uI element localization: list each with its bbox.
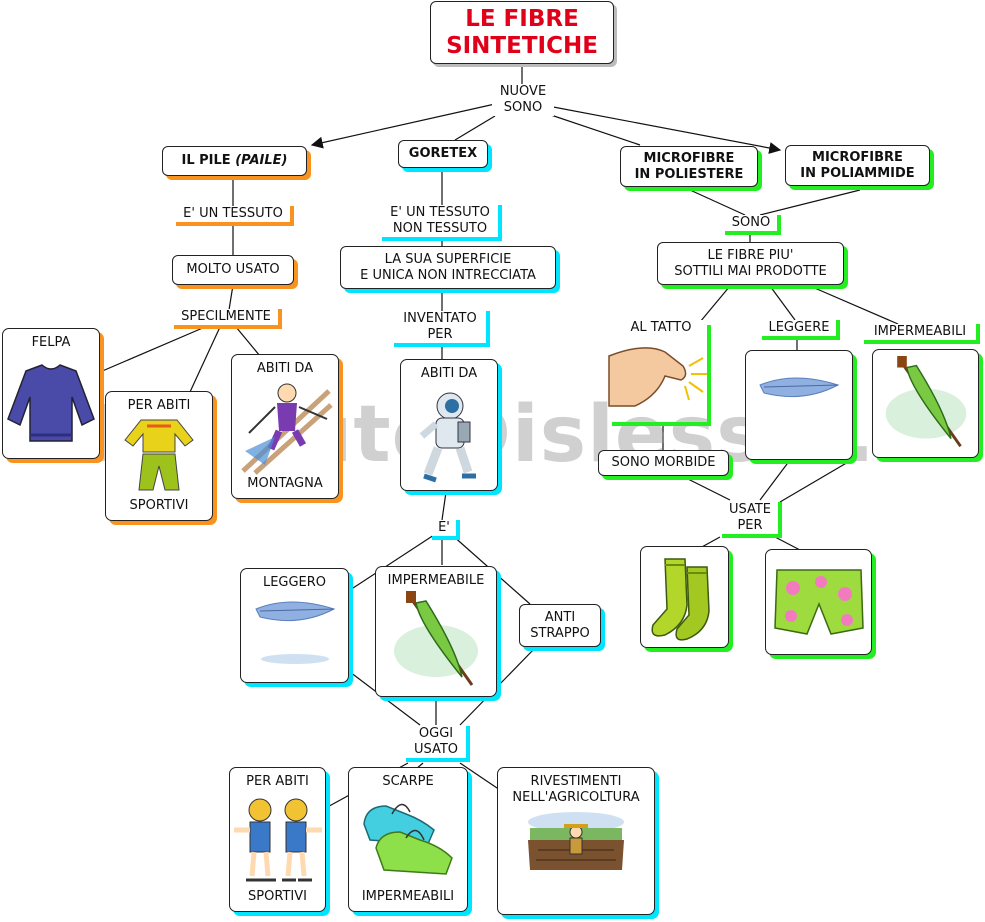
leggero-card: LEGGERO [240, 568, 349, 683]
poliammide-text: MICROFIBRE IN POLIAMMIDE [800, 149, 915, 181]
impermeabile-card: IMPERMEABILE [375, 566, 497, 697]
felpa-label: FELPA [31, 335, 71, 350]
leggero-label: LEGGERO [262, 575, 327, 590]
umbrella-icon [394, 591, 478, 686]
scarpe-card: SCARPE IMPERMEABILI [348, 767, 468, 912]
goretex-title: GORETEX [408, 146, 478, 161]
abiti-da-card: ABITI DA [400, 359, 498, 491]
abiti-da-label: ABITI DA [420, 366, 478, 381]
main-title: LE FIBRE SINTETICHE [430, 1, 614, 64]
pile-title-box: IL PILE (PAILE) [162, 146, 307, 176]
feather-icon [759, 377, 840, 398]
umbrella-icon [885, 356, 966, 448]
finger-touch-icon [608, 347, 709, 407]
agricoltura-card: RIVESTIMENTI NELL'AGRICOLTURA [497, 767, 655, 915]
micro-link-usate: USATE PER [722, 502, 782, 538]
calze-card [640, 546, 729, 648]
anti-strappo-box: ANTI STRAPPO [519, 604, 601, 647]
skaters-icon [233, 798, 322, 882]
feather-icon [254, 601, 335, 664]
leggere-label: LEGGERE [762, 320, 840, 340]
pile-link-tessuto: E' UN TESSUTO [176, 206, 294, 226]
montagna-card: ABITI DA MONTAGNA [231, 354, 339, 499]
skier-icon [241, 383, 333, 475]
goretex-superficie-text: LA SUA SUPERFICIE E UNICA NON INTRECCIAT… [360, 251, 536, 283]
sweater-icon [7, 364, 95, 442]
al-tatto-bar-h [612, 422, 711, 426]
goretex-link-tessuto: E' UN TESSUTO NON TESSUTO [382, 205, 502, 241]
al-tatto-label: AL TATTO [619, 320, 703, 336]
abiti-sportivi-card: PER ABITI SPORTIVI [105, 391, 213, 521]
abiti-sportivi-top: PER ABITI [127, 398, 191, 413]
pile-molto-usato-text: MOLTO USATO [186, 262, 280, 277]
poliammide-box: MICROFIBRE IN POLIAMMIDE [785, 145, 930, 186]
fibre-sottili-text: LE FIBRE PIU' SOTTILI MAI PRODOTTE [674, 247, 827, 279]
agricoltura-label: RIVESTIMENTI NELL'AGRICOLTURA [512, 774, 640, 805]
impermeabile-label: IMPERMEABILE [387, 573, 485, 588]
goretex-link-e: E' [432, 520, 460, 540]
sono-morbide-box: SONO MORBIDE [598, 450, 729, 476]
micro-link-sono: SONO [725, 215, 781, 235]
leggere-card [745, 350, 853, 460]
sport-bottom: SPORTIVI [248, 889, 307, 904]
pile-title-italic: (PAILE) [235, 153, 288, 168]
astronaut-icon [419, 392, 476, 483]
sport-top: PER ABITI [246, 774, 309, 789]
poliestere-text: MICROFIBRE IN POLIESTERE [634, 150, 744, 182]
farmer-icon [528, 812, 624, 870]
scarpe-bottom: IMPERMEABILI [361, 889, 455, 904]
impermeabili-card [872, 349, 979, 458]
goretex-link-oggi: OGGI USATO [406, 726, 470, 762]
impermeabili-label: IMPERMEABILI [864, 324, 980, 344]
scarpe-top: SCARPE [382, 774, 434, 789]
pile-link-specilmente: SPECILMENTE [174, 309, 282, 329]
al-tatto-bar-v [707, 325, 711, 425]
felpa-card: FELPA [2, 328, 100, 459]
anti-strappo-text: ANTI STRAPPO [530, 609, 590, 641]
socks-icon [651, 558, 710, 641]
pile-title: IL PILE [181, 153, 231, 168]
shorts-icon [773, 569, 864, 635]
sono-morbide-text: SONO MORBIDE [611, 455, 716, 470]
tracksuit-icon [124, 419, 194, 491]
goretex-superficie: LA SUA SUPERFICIE E UNICA NON INTRECCIAT… [340, 246, 556, 289]
montagna-top: ABITI DA [256, 361, 314, 376]
poliestere-box: MICROFIBRE IN POLIESTERE [620, 146, 758, 187]
pile-molto-usato: MOLTO USATO [172, 255, 294, 285]
abiti-sportivi-bottom: SPORTIVI [129, 498, 189, 513]
link-nuove-sono: NUOVE SONO [492, 84, 554, 116]
goretex-title-box: GORETEX [398, 140, 488, 168]
sport-card: PER ABITI SPORTIVI [229, 767, 326, 912]
shoes-icon [363, 803, 453, 875]
goretex-link-inventato: INVENTATO PER [394, 311, 490, 347]
main-title-text: LE FIBRE SINTETICHE [446, 5, 598, 59]
costume-card [765, 549, 872, 655]
fibre-sottili-box: LE FIBRE PIU' SOTTILI MAI PRODOTTE [657, 242, 844, 285]
montagna-bottom: MONTAGNA [247, 476, 323, 491]
